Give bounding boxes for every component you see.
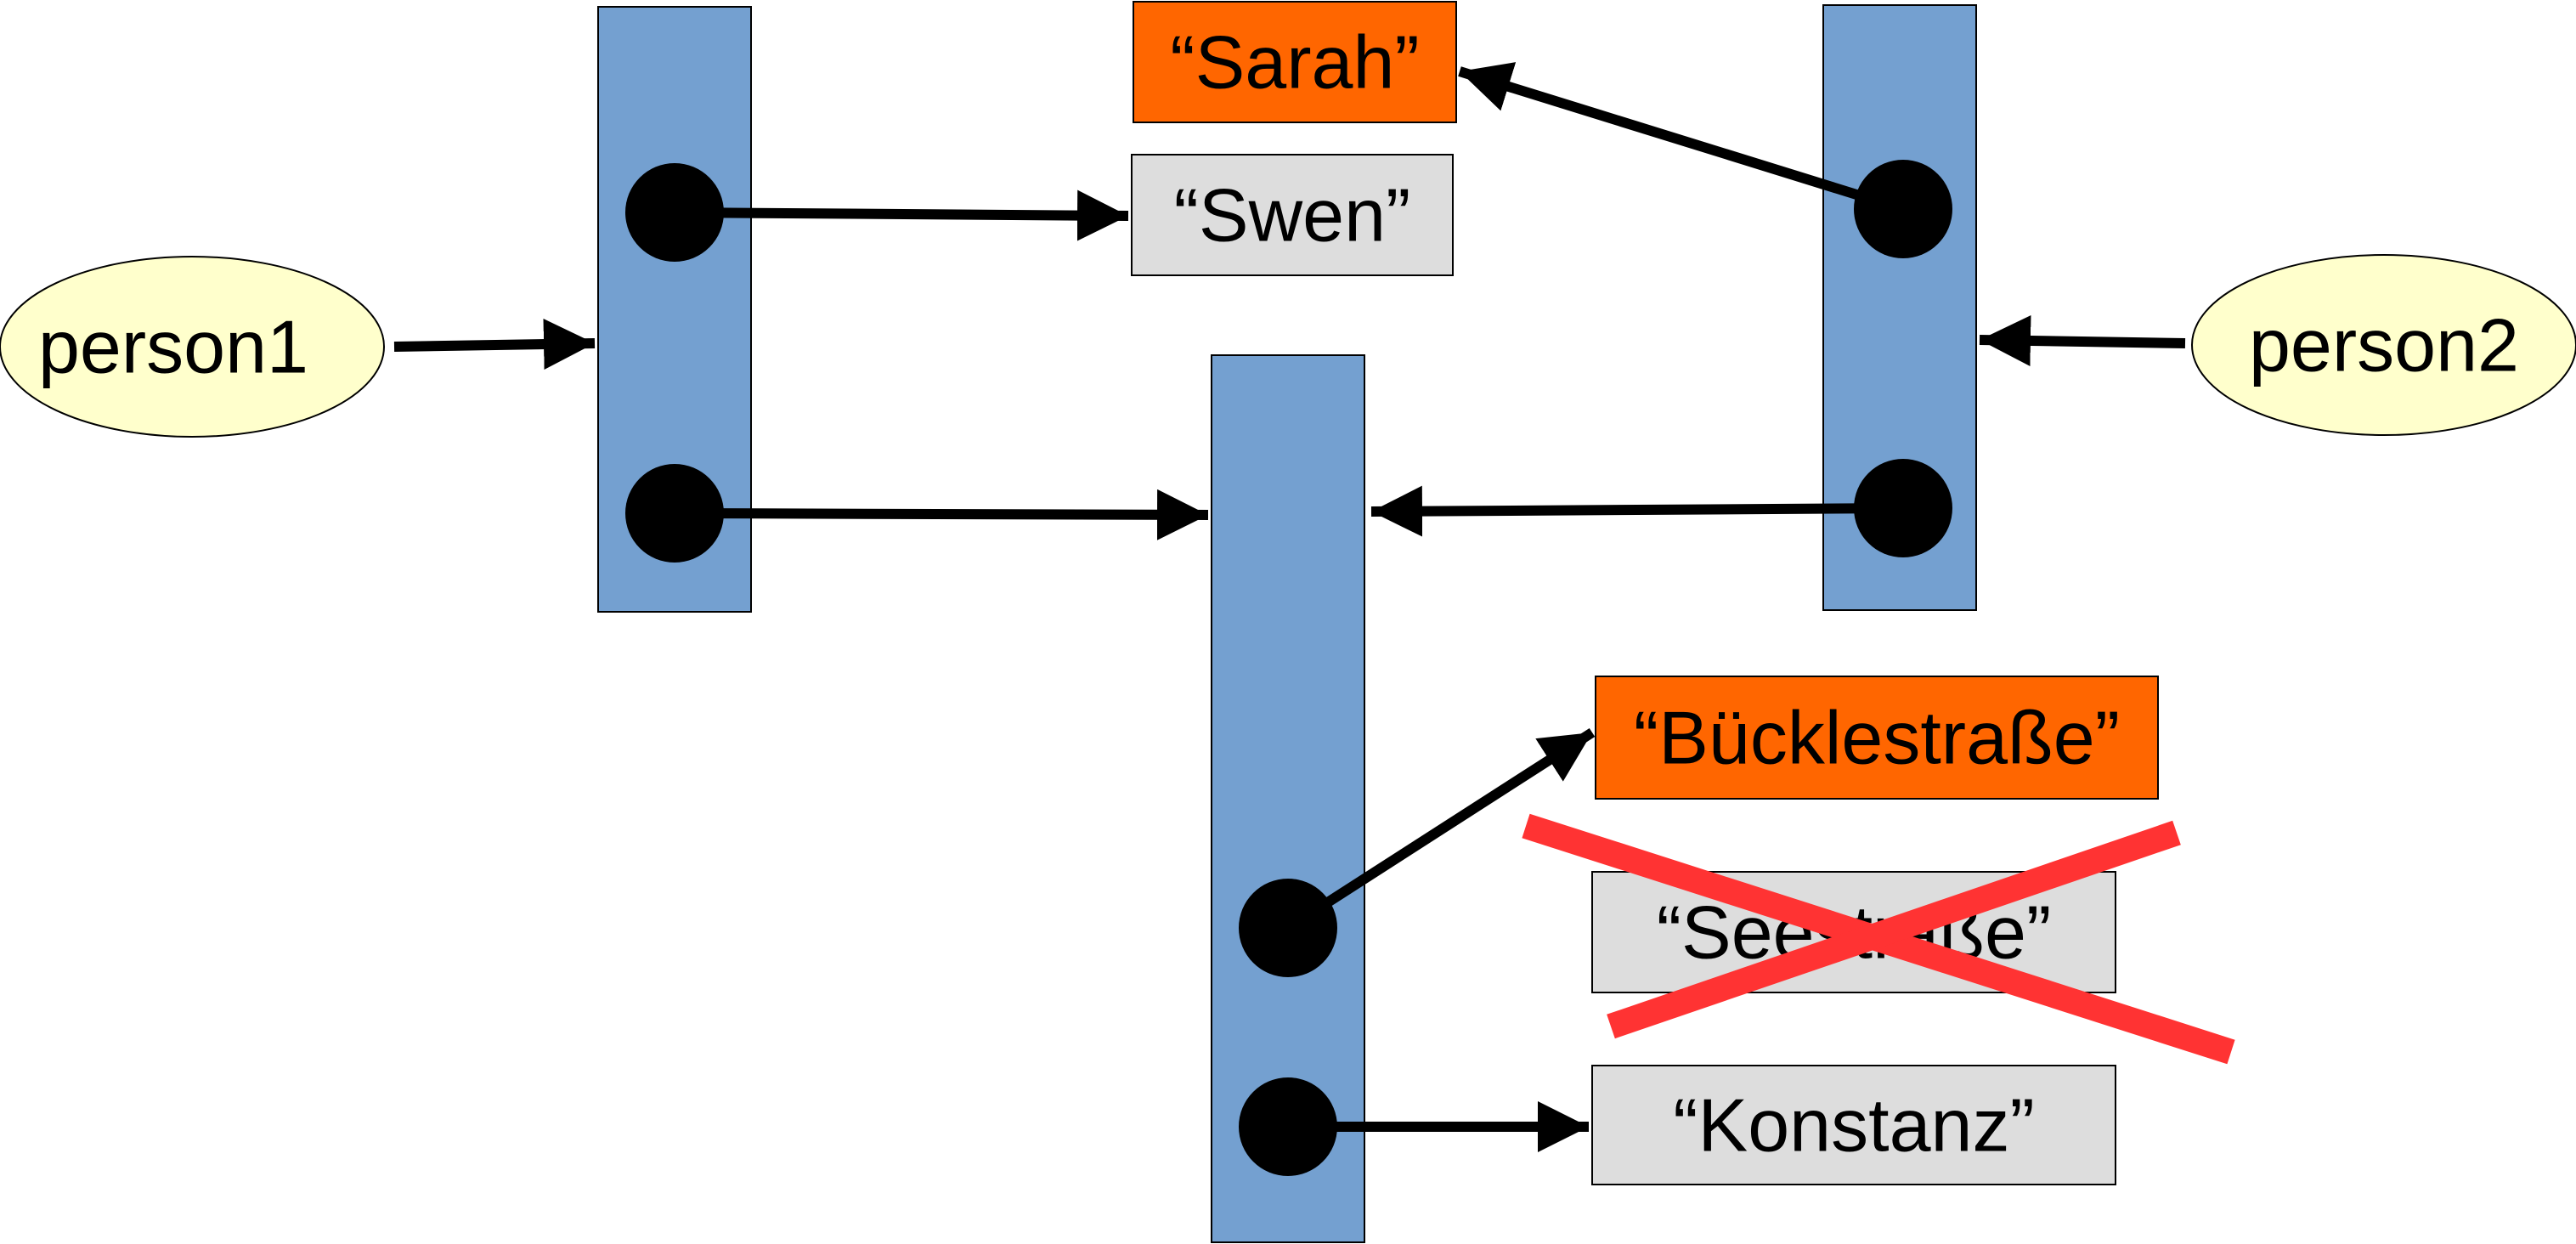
variable-person2 (2191, 254, 2576, 436)
arrow-person2-name-to-sarah (1458, 62, 1905, 214)
string-label-buecklestrasse: “Bücklestraße” (1634, 696, 2120, 780)
address-object-box (1211, 354, 1365, 1243)
variable-label-person2: person2 (2249, 303, 2519, 387)
arrow-person1-name-to-swen (674, 189, 1129, 241)
arrow-person2-address-to-address (1370, 485, 1904, 537)
address-street-field-dot (1239, 879, 1337, 977)
variable-person1 (0, 256, 385, 438)
address-city-field-dot (1239, 1077, 1337, 1176)
variable-label-person1: person1 (38, 305, 308, 389)
string-label-konstanz: “Konstanz” (1673, 1083, 2035, 1168)
person2-name-field-dot (1854, 160, 1952, 258)
string-box-buecklestrasse (1595, 676, 2159, 800)
arrow-street-to-buecklestrasse (1285, 727, 1596, 933)
string-box-swen (1131, 154, 1454, 276)
arrow-person2-to-object (1979, 314, 2186, 366)
string-label-sarah: “Sarah” (1170, 20, 1419, 105)
cross-out-mark-b (1607, 820, 2181, 1039)
person1-name-field-dot (625, 163, 724, 262)
string-label-swen: “Swen” (1174, 173, 1411, 257)
arrow-person1-to-object (393, 319, 596, 370)
string-box-sarah (1133, 1, 1457, 123)
person2-address-field-dot (1854, 459, 1952, 557)
person1-address-field-dot (625, 464, 724, 563)
string-box-konstanz (1591, 1065, 2116, 1185)
arrow-person1-address-to-address (674, 489, 1209, 540)
